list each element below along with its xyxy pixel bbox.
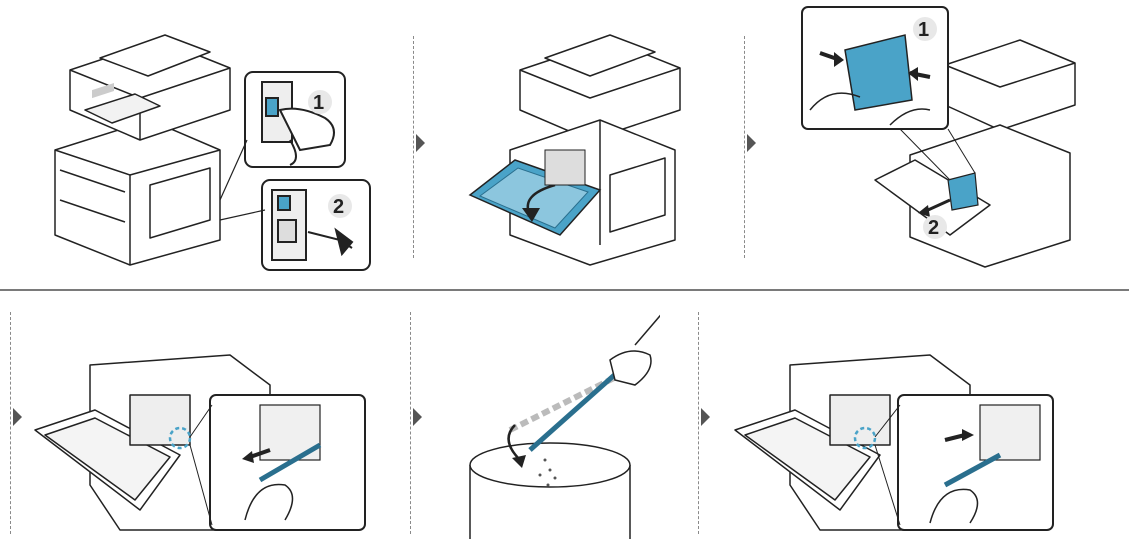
step-6-illustration (730, 345, 1070, 535)
separator-bottom-1 (410, 312, 411, 534)
callout-number: 1 (313, 92, 324, 114)
step-arrow-icon (747, 134, 756, 152)
step-arrow-icon (413, 408, 422, 426)
pull-cleaning-rod-figure (30, 345, 380, 535)
row-divider (0, 289, 1129, 291)
callout-number: 2 (333, 196, 344, 218)
step-4-illustration (30, 345, 380, 535)
step-3-illustration: 1 2 (800, 5, 1080, 275)
step-1-illustration: 1 2 (40, 10, 380, 275)
step-2-illustration (460, 10, 700, 275)
step-arrow-icon (13, 408, 22, 426)
printer-power-off-figure: 1 2 (40, 10, 380, 275)
remove-waste-toner-figure: 1 2 (800, 5, 1080, 275)
separator-bottom-0 (10, 312, 11, 534)
separator-bottom-2 (698, 312, 699, 534)
insert-cleaning-rod-figure (730, 345, 1070, 535)
step-arrow-icon (416, 134, 425, 152)
separator-top-2 (744, 36, 745, 258)
tap-rod-over-bin-figure (460, 300, 660, 539)
step-arrow-icon (701, 408, 710, 426)
separator-top-1 (413, 36, 414, 258)
step-5-illustration (460, 300, 660, 539)
printer-open-front-cover-figure (460, 10, 700, 275)
callout-number: 2 (928, 217, 939, 239)
callout-number: 1 (918, 19, 929, 41)
